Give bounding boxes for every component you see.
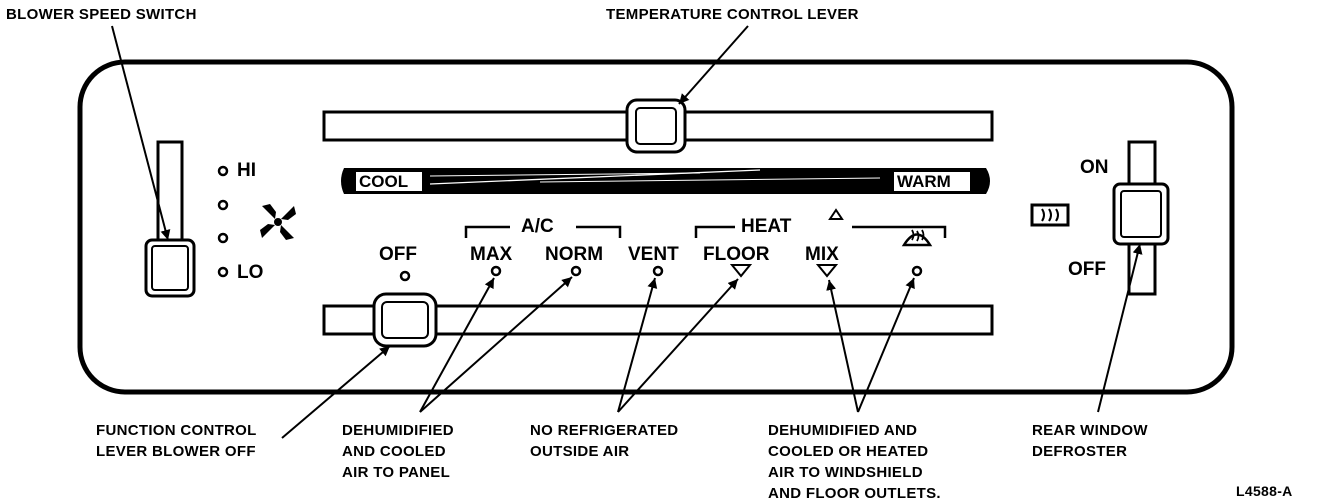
callout-function-control: FUNCTION CONTROL LEVER BLOWER OFF bbox=[96, 420, 257, 462]
cool-label: COOL bbox=[359, 172, 409, 191]
callout-line: AIR TO WINDSHIELD bbox=[768, 464, 923, 481]
callout-line: AND COOLED bbox=[342, 443, 446, 460]
ac-group-label: A/C bbox=[521, 216, 554, 237]
arrow-function-off bbox=[281, 345, 391, 439]
callout-line: DEHUMIDIFIED bbox=[342, 422, 454, 439]
blower-position-1 bbox=[217, 232, 229, 244]
blower-switch-knob[interactable] bbox=[144, 238, 196, 298]
callout-temperature-control-lever: TEMPERATURE CONTROL LEVER bbox=[606, 6, 859, 23]
warm-label-box bbox=[892, 170, 972, 193]
function-floor-label: FLOOR bbox=[703, 244, 770, 265]
position-max bbox=[490, 265, 502, 277]
defrost-off-label: OFF bbox=[1068, 259, 1106, 280]
arrow-norm bbox=[419, 276, 573, 413]
blower-position-2 bbox=[217, 199, 229, 211]
callout-line: REAR WINDOW bbox=[1032, 422, 1148, 439]
rear-defrost-icon bbox=[1030, 203, 1070, 227]
position-floor bbox=[729, 264, 753, 278]
heat-group-label: HEAT bbox=[741, 216, 792, 237]
arrow-defrost bbox=[857, 277, 915, 413]
callout-line: DEHUMIDIFIED AND bbox=[768, 422, 918, 439]
figure-id: L4588-A bbox=[1236, 483, 1293, 499]
warm-label: WARM bbox=[897, 172, 951, 191]
function-mix-label: MIX bbox=[805, 244, 839, 265]
callout-line: DEFROSTER bbox=[1032, 443, 1128, 460]
function-max-label: MAX bbox=[470, 244, 513, 265]
function-norm-label: NORM bbox=[545, 244, 604, 265]
arrow-temperature bbox=[678, 25, 749, 105]
callout-rear-window-defroster: REAR WINDOW DEFROSTER bbox=[1032, 420, 1148, 462]
callout-line: FUNCTION CONTROL bbox=[96, 422, 257, 439]
callout-dehumidified-windshield: DEHUMIDIFIED AND COOLED OR HEATED AIR TO… bbox=[768, 420, 941, 504]
temperature-lever-knob[interactable] bbox=[625, 98, 687, 154]
fan-icon bbox=[260, 204, 296, 240]
arrow-rear-defrost bbox=[1097, 243, 1143, 413]
heat-bracket bbox=[694, 225, 947, 238]
blower-hi-label: HI bbox=[237, 160, 256, 181]
callout-line: NO REFRIGERATED bbox=[530, 422, 679, 439]
function-vent-label: VENT bbox=[628, 244, 679, 265]
function-lever-knob[interactable] bbox=[372, 292, 438, 348]
arrow-mix bbox=[826, 279, 859, 413]
cool-label-box bbox=[354, 170, 424, 193]
arrow-blower bbox=[111, 25, 171, 241]
callout-dehumidified-panel: DEHUMIDIFIED AND COOLED AIR TO PANEL bbox=[342, 420, 454, 483]
arrow-floor bbox=[617, 278, 739, 413]
position-mix bbox=[815, 264, 839, 278]
position-vent bbox=[652, 265, 664, 277]
callout-line: COOLED OR HEATED bbox=[768, 443, 929, 460]
blower-position-hi bbox=[217, 165, 229, 177]
function-off-label: OFF bbox=[379, 244, 417, 265]
callout-line: LEVER BLOWER OFF bbox=[96, 443, 256, 460]
position-norm bbox=[570, 265, 582, 277]
callout-line: AND FLOOR OUTLETS. bbox=[768, 485, 941, 502]
callout-line: OUTSIDE AIR bbox=[530, 443, 630, 460]
blower-position-lo bbox=[217, 266, 229, 278]
defrost-on-label: ON bbox=[1080, 157, 1109, 178]
callout-no-refrigerated: NO REFRIGERATED OUTSIDE AIR bbox=[530, 420, 678, 462]
position-defrost bbox=[911, 265, 923, 277]
arrow-max bbox=[419, 277, 495, 413]
arrow-vent bbox=[617, 277, 658, 413]
blower-lo-label: LO bbox=[237, 262, 264, 283]
callout-line: AIR TO PANEL bbox=[342, 464, 451, 481]
heat-triangle-icon bbox=[828, 208, 844, 220]
defrost-icon bbox=[901, 229, 933, 247]
callout-blower-speed-switch: BLOWER SPEED SWITCH bbox=[6, 6, 197, 23]
ac-bracket bbox=[464, 225, 622, 238]
position-off bbox=[399, 270, 411, 282]
